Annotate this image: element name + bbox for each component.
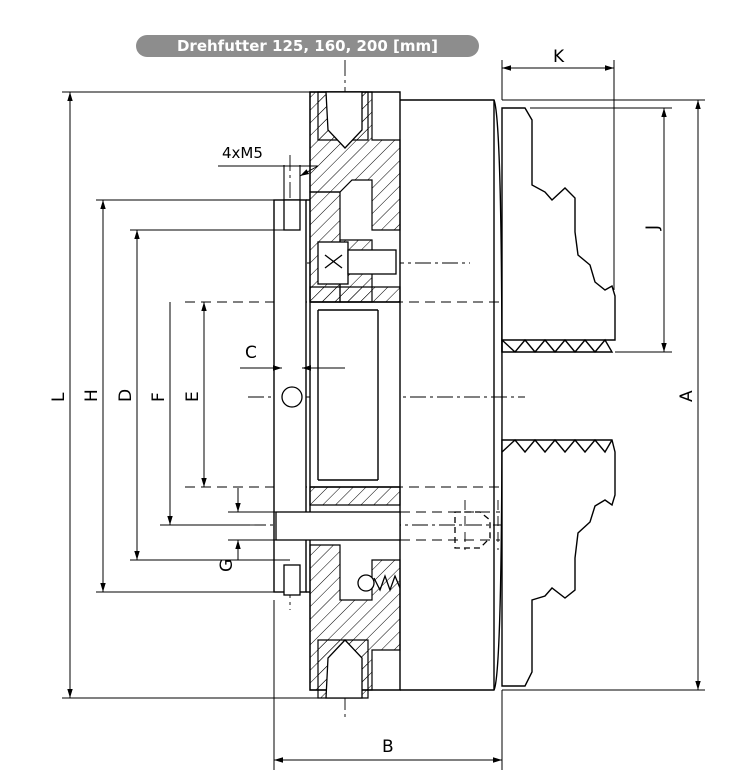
spring-detent: [357, 574, 401, 592]
upper-jaw: [501, 107, 616, 354]
dimension-lines: [62, 60, 705, 770]
socket-screw-upper: [317, 241, 397, 285]
dim-label-g: G: [217, 559, 237, 572]
dim-label-e: E: [183, 391, 203, 402]
dim-label-d: D: [116, 389, 136, 402]
dim-label-c: C: [245, 343, 257, 363]
dim-label-f: F: [149, 392, 169, 402]
dim-label-j: J: [643, 225, 663, 231]
lower-jaw: [501, 438, 616, 687]
flange-holes: [283, 165, 301, 200]
dim-label-k: K: [553, 47, 565, 67]
hidden-lines: [185, 301, 500, 550]
socket-screw-lower: [275, 511, 491, 549]
dim-label-l: L: [49, 392, 69, 402]
fixing-bolts: [281, 91, 363, 699]
dim-label-a: A: [677, 390, 697, 402]
drawing-title: Drehfutter 125, 160, 200 [mm]: [136, 35, 479, 57]
thread-label: 4xM5: [222, 144, 263, 162]
dim-label-h: H: [82, 389, 102, 402]
dim-label-b: B: [382, 737, 394, 757]
